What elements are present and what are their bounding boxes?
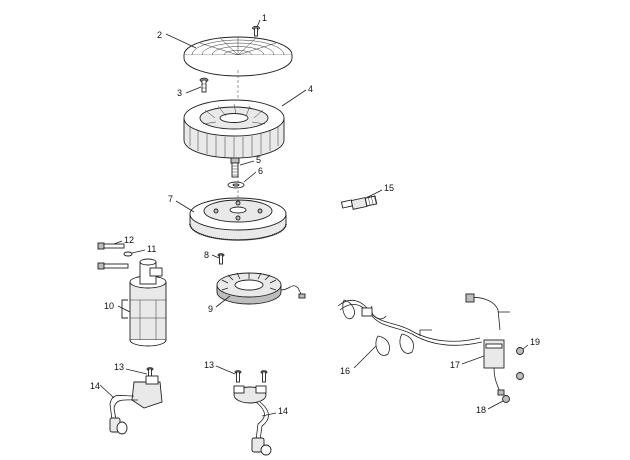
callout-14-middle: 14 xyxy=(278,406,288,416)
callout-10: 10 xyxy=(104,301,114,311)
part-9-stator xyxy=(216,272,306,305)
part-11-washer xyxy=(97,251,133,270)
part-17-regulator xyxy=(483,339,505,396)
part-19-screw xyxy=(516,347,524,380)
part-4-fan xyxy=(183,99,285,159)
callout-3: 3 xyxy=(177,88,182,98)
part-12-bolt xyxy=(97,242,125,250)
part-13-screw-left xyxy=(146,367,154,382)
callout-2: 2 xyxy=(157,30,162,40)
part-2-screen xyxy=(183,36,293,77)
part-15-spark-plug xyxy=(340,194,378,210)
part-6-washer xyxy=(227,181,245,189)
callout-11: 11 xyxy=(147,244,156,254)
callout-4: 4 xyxy=(308,84,313,94)
part-13-screw-middle xyxy=(234,370,268,383)
callout-13-middle: 13 xyxy=(204,360,214,370)
callout-15: 15 xyxy=(384,183,394,193)
part-1-screw xyxy=(252,25,260,37)
callout-17: 17 xyxy=(450,360,460,370)
callout-19: 19 xyxy=(530,337,540,347)
callout-12: 12 xyxy=(124,235,134,245)
callout-6: 6 xyxy=(258,166,263,176)
callout-8: 8 xyxy=(204,250,209,260)
callout-14-left: 14 xyxy=(90,381,100,391)
leader-lines xyxy=(99,19,529,417)
part-3-screw xyxy=(199,77,209,93)
part-14-ignition-coil-middle xyxy=(233,385,272,456)
callout-labels: 1 2 3 4 5 6 7 8 9 10 11 12 13 13 14 14 1… xyxy=(90,13,540,416)
callout-1: 1 xyxy=(262,13,267,23)
callout-5: 5 xyxy=(256,155,261,165)
callout-16: 16 xyxy=(340,366,350,376)
callout-18: 18 xyxy=(476,405,486,415)
part-8-screw xyxy=(217,253,225,265)
part-18-screw xyxy=(502,395,510,403)
part-10-starter-motor xyxy=(121,258,167,347)
part-16-wiring-harness xyxy=(337,293,510,356)
callout-9: 9 xyxy=(208,304,213,314)
part-7-flywheel xyxy=(189,197,287,241)
callout-7: 7 xyxy=(168,194,173,204)
part-14-ignition-coil-left xyxy=(109,375,163,435)
part-5-nut xyxy=(230,157,240,178)
callout-13-left: 13 xyxy=(114,362,124,372)
